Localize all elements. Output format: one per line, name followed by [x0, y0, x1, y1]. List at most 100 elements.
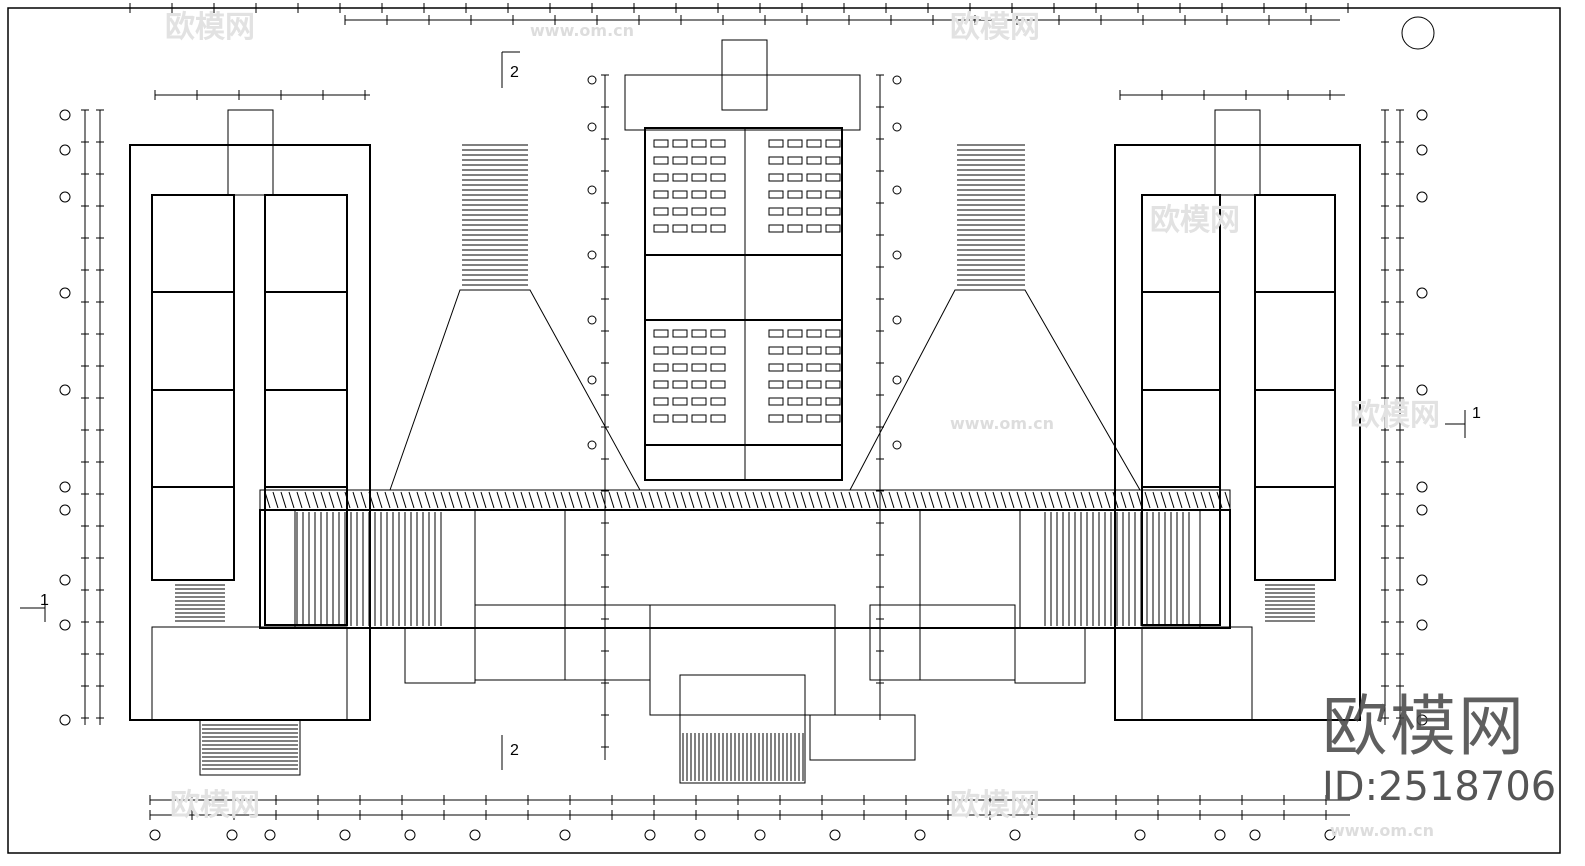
wall-hatch [512, 491, 519, 509]
wall-hatch [872, 491, 879, 509]
axis-bubble [226, 829, 238, 841]
wall-hatch [976, 491, 983, 509]
desk [710, 190, 726, 199]
wall-hatch [640, 491, 647, 509]
wall-hatch [1104, 491, 1111, 509]
axis-bubble [754, 829, 766, 841]
axis-bubble [587, 315, 597, 325]
axis-bubble [587, 75, 597, 85]
wall-hatch [904, 491, 911, 509]
desk [787, 156, 803, 165]
wall-hatch [1040, 491, 1047, 509]
desk [768, 346, 784, 355]
wall-hatch [1200, 491, 1207, 509]
wall-hatch [392, 491, 399, 509]
axis-bubble [1416, 574, 1428, 586]
wall-hatch [456, 491, 463, 509]
wall-hatch [960, 491, 967, 509]
desk [653, 397, 669, 406]
wall-hatch [1008, 491, 1015, 509]
desk [806, 173, 822, 182]
axis-bubble [404, 829, 416, 841]
wall-hatch [856, 491, 863, 509]
wall-hatch [1016, 491, 1023, 509]
desk [825, 380, 841, 389]
north-arrow-icon [1401, 16, 1435, 50]
desk [672, 224, 688, 233]
wall-hatch [1000, 491, 1007, 509]
section-mark: 2 [510, 742, 519, 759]
wall-hatch [368, 491, 375, 509]
desk [653, 224, 669, 233]
wall-hatch [576, 491, 583, 509]
axis-bubble [1249, 829, 1261, 841]
wall-hatch [384, 491, 391, 509]
desk [806, 139, 822, 148]
wall-hatch [528, 491, 535, 509]
desk [787, 346, 803, 355]
desk [653, 346, 669, 355]
wall-hatch [296, 491, 303, 509]
watermark-logo: 欧模网 [950, 788, 1040, 823]
desk [672, 363, 688, 372]
axis-bubble [59, 384, 71, 396]
wall-hatch [864, 491, 871, 509]
wall-hatch [400, 491, 407, 509]
axis-bubble [59, 714, 71, 726]
axis-bubble [59, 504, 71, 516]
watermark-url: www.om.cn [950, 414, 1055, 433]
desk [806, 207, 822, 216]
desk [672, 329, 688, 338]
desk [825, 397, 841, 406]
axis-bubble [587, 375, 597, 385]
desk [825, 156, 841, 165]
watermark-logo: 欧模网 [165, 10, 255, 45]
wall-hatch [1112, 491, 1119, 509]
wall-hatch [432, 491, 439, 509]
desk [710, 139, 726, 148]
desk [691, 329, 707, 338]
wall-hatch [672, 491, 679, 509]
desk [825, 363, 841, 372]
axis-bubble [587, 250, 597, 260]
wall-hatch [752, 491, 759, 509]
wall-hatch [424, 491, 431, 509]
wall-hatch [608, 491, 615, 509]
wall-hatch [800, 491, 807, 509]
desk [825, 207, 841, 216]
wall-hatch [696, 491, 703, 509]
desk [691, 397, 707, 406]
desk [768, 207, 784, 216]
desk [710, 346, 726, 355]
watermark-logo: 欧模网 [170, 788, 260, 823]
wall-hatch [1144, 491, 1151, 509]
desk [653, 380, 669, 389]
desk [691, 224, 707, 233]
wall-hatch [1152, 491, 1159, 509]
wall-hatch [792, 491, 799, 509]
wall-hatch [776, 491, 783, 509]
wall-hatch [744, 491, 751, 509]
wall-hatch [768, 491, 775, 509]
desk [825, 329, 841, 338]
wall-hatch [448, 491, 455, 509]
desk [672, 173, 688, 182]
axis-bubble [1416, 619, 1428, 631]
desk [825, 414, 841, 423]
wall-hatch [992, 491, 999, 509]
desk [653, 329, 669, 338]
wall-hatch [880, 491, 887, 509]
wall-hatch [664, 491, 671, 509]
desk [787, 173, 803, 182]
desk [787, 139, 803, 148]
wall-hatch [968, 491, 975, 509]
wall-hatch [1056, 491, 1063, 509]
wall-hatch [1072, 491, 1079, 509]
desk [806, 190, 822, 199]
desk [691, 207, 707, 216]
axis-bubble [469, 829, 481, 841]
desk [825, 190, 841, 199]
wall-hatch [504, 491, 511, 509]
desk [691, 190, 707, 199]
axis-bubble [892, 315, 902, 325]
